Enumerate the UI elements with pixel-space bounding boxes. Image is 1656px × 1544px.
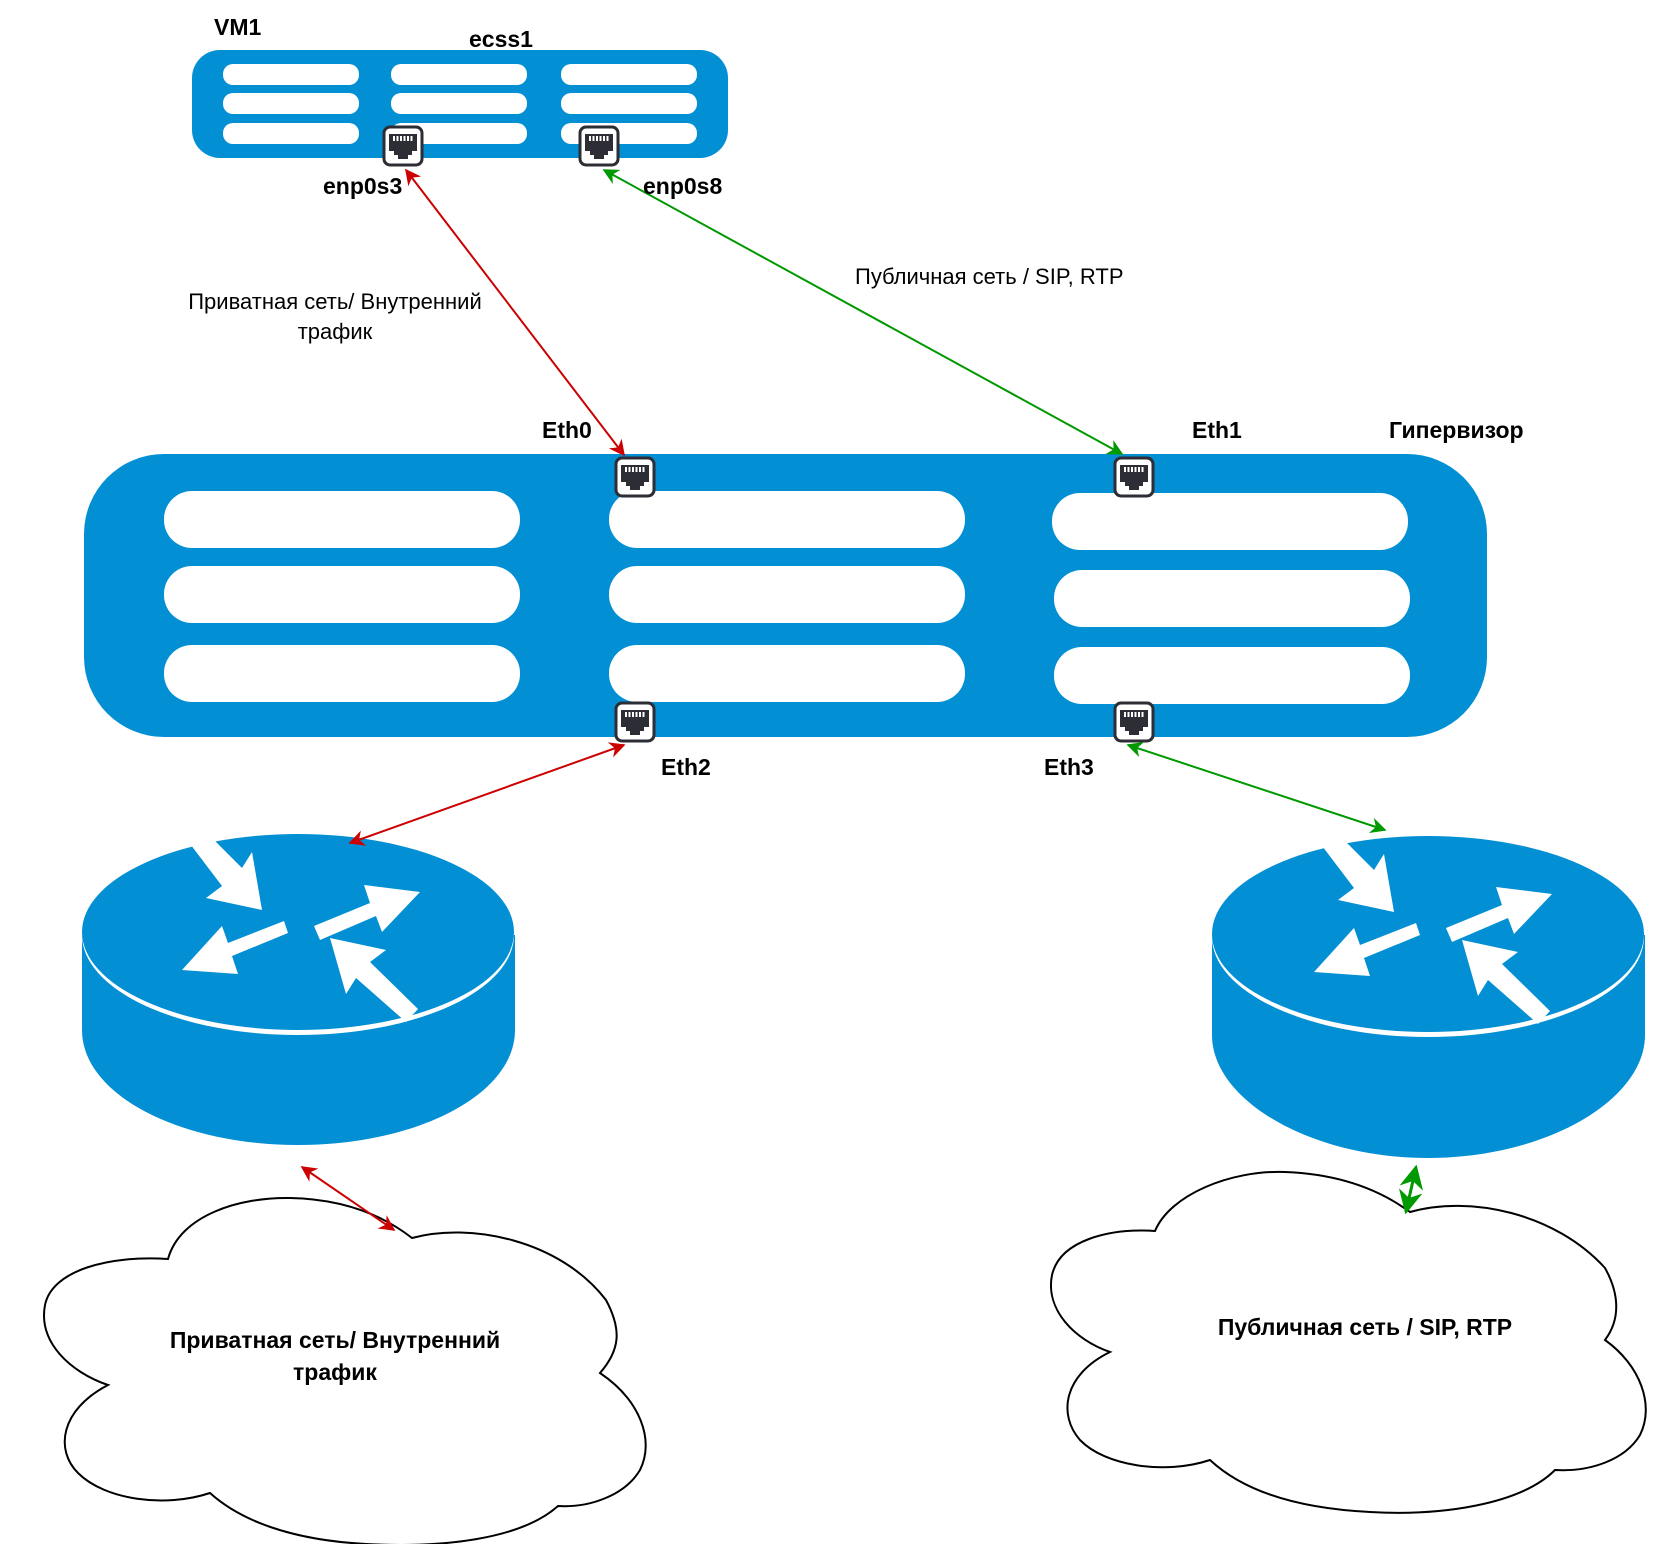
link-label-public: Публичная сеть / SIP, RTP — [855, 264, 1124, 289]
cloud-private-label-line1: Приватная сеть/ Внутренний — [169, 1327, 501, 1353]
link-enp0s3-eth0 — [405, 168, 625, 457]
hypervisor-server — [84, 454, 1487, 743]
ethernet-port-icon-eth3 — [1113, 701, 1155, 743]
port-label-eth3: Eth3 — [1044, 754, 1094, 780]
hypervisor-name-label: Гипервизор — [1389, 417, 1524, 443]
link-label-private: Приватная сеть/ Внутренний трафик — [160, 287, 510, 347]
link-eth3-router-public — [1126, 741, 1387, 834]
cloud-private — [43, 1196, 647, 1544]
link-router-public-cloud — [1398, 1164, 1424, 1215]
router-public — [1212, 818, 1645, 1158]
router-private — [82, 816, 515, 1145]
port-label-enp0s8: enp0s8 — [643, 173, 723, 199]
cloud-public-label: Публичная сеть / SIP, RTP — [1180, 1311, 1550, 1343]
cloud-private-label-line2: трафик — [293, 1359, 377, 1385]
ethernet-port-icon-enp0s8 — [578, 125, 620, 167]
link-label-private-line2: трафик — [297, 319, 373, 344]
vm-server — [192, 50, 728, 167]
vm-drive-bays — [223, 64, 697, 144]
vm-host-label: ecss1 — [469, 26, 533, 52]
port-label-eth1: Eth1 — [1192, 417, 1242, 443]
port-label-eth2: Eth2 — [661, 754, 711, 780]
ethernet-port-icon-eth1 — [1113, 456, 1155, 498]
link-eth2-router-private — [348, 742, 626, 846]
link-label-private-line1: Приватная сеть/ Внутренний — [188, 289, 482, 314]
link-router-private-cloud — [300, 1166, 396, 1231]
hypervisor-drive-bays — [164, 491, 1410, 704]
link-enp0s8-eth1 — [602, 169, 1124, 455]
ethernet-port-icon-eth0 — [614, 456, 656, 498]
port-label-eth0: Eth0 — [542, 417, 592, 443]
cloud-public-label-line1: Публичная сеть / SIP, RTP — [1217, 1314, 1513, 1340]
ethernet-port-icon-enp0s3 — [382, 125, 424, 167]
port-label-enp0s3: enp0s3 — [323, 173, 403, 199]
cloud-private-label: Приватная сеть/ Внутренний трафик — [140, 1324, 530, 1388]
ethernet-port-icon-eth2 — [614, 701, 656, 743]
vm-name-label: VM1 — [214, 14, 262, 40]
